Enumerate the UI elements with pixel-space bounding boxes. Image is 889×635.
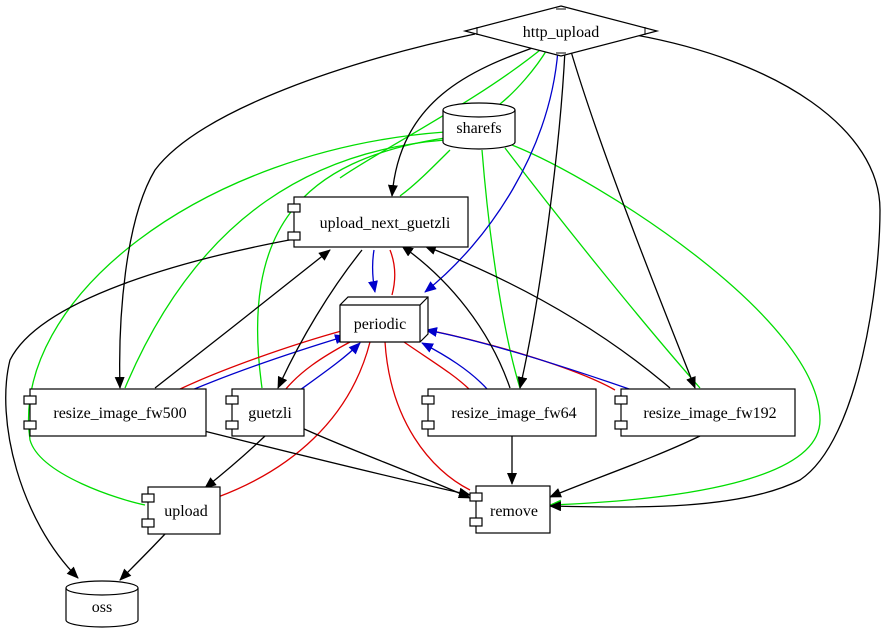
node-upload_next_guetzli: upload_next_guetzli <box>287 196 469 248</box>
blue-edges <box>191 49 633 391</box>
node-label-resize_image_fw500: resize_image_fw500 <box>53 405 186 422</box>
node-resize_image_fw500: resize_image_fw500 <box>23 388 207 437</box>
node-oss: oss <box>65 580 139 628</box>
node-periodic: periodic <box>339 296 429 343</box>
edge-red-periodic-upload <box>217 341 371 498</box>
node-sharefs: sharefs <box>442 102 516 150</box>
node-resize_image_fw192: resize_image_fw192 <box>614 388 796 437</box>
edge-resize_image_fw500-remove <box>199 429 471 498</box>
node-label-resize_image_fw192: resize_image_fw192 <box>643 405 776 422</box>
node-label-guetzli: guetzli <box>248 405 292 422</box>
edge-sharefs-remove <box>511 144 821 510</box>
edge-guetzli-remove <box>301 427 471 499</box>
edge-resize_image_fw192-remove <box>549 435 701 498</box>
edge-http_upload-remove <box>549 33 881 512</box>
node-label-oss: oss <box>92 599 112 616</box>
edge-blue-resize_image_fw64-periodic <box>421 342 489 391</box>
node-label-resize_image_fw64: resize_image_fw64 <box>451 405 576 422</box>
edge-resize_image_fw192-upload_next_guetzli <box>424 245 671 389</box>
edge-guetzli-upload <box>204 435 266 489</box>
edge-resize_image_fw64-upload_next_guetzli <box>401 245 511 389</box>
node-upload: upload <box>141 486 221 535</box>
node-label-remove: remove <box>490 503 538 520</box>
edge-http_upload-resize_image_fw64 <box>517 49 566 389</box>
edge-http_upload-upload_next_guetzli <box>387 45 539 197</box>
node-label-http_upload: http_upload <box>523 24 599 41</box>
edge-resize_image_fw500-upload_next_guetzli <box>154 249 331 389</box>
node-label-sharefs: sharefs <box>456 120 501 137</box>
node-label-upload: upload <box>164 503 208 520</box>
node-http_upload: http_upload <box>462 5 660 57</box>
edge-blue-http_upload-periodic <box>424 49 559 293</box>
edge-red-periodic-resize_image_fw500 <box>177 329 346 391</box>
black-edges <box>5 33 881 581</box>
edge-sharefs-resize_image_fw64 <box>481 149 521 389</box>
edge-blue-resize_image_fw500-periodic <box>191 334 347 391</box>
edge-blue-upload_next_guetzli-periodic <box>368 249 378 293</box>
edge-red-periodic-guetzli <box>284 341 351 391</box>
edge-upload_next_guetzli-oss <box>5 237 301 579</box>
edge-blue-resize_image_fw192-periodic <box>425 327 633 391</box>
edge-sharefs-upload <box>27 131 446 506</box>
node-resize_image_fw64: resize_image_fw64 <box>421 388 597 437</box>
edge-sharefs-resize_image_fw500 <box>124 139 446 389</box>
edge-upload-oss <box>119 533 166 581</box>
edge-http_upload-sharefs <box>499 47 549 105</box>
edge-sharefs-upload_next_guetzli <box>399 149 451 197</box>
node-remove: remove <box>469 485 551 534</box>
edge-http_upload-resize_image_fw192 <box>569 47 696 389</box>
edge-upload_next_guetzli-guetzli <box>277 249 363 389</box>
node-label-periodic: periodic <box>354 316 406 333</box>
edge-blue-guetzli-periodic <box>299 342 361 391</box>
edge-red-periodic-resize_image_fw64 <box>403 341 471 391</box>
node-label-upload_next_guetzli: upload_next_guetzli <box>320 215 451 232</box>
edge-sharefs-resize_image_fw192 <box>504 147 701 389</box>
edge-http_upload-resize_image_fw500 <box>114 33 476 389</box>
node-guetzli: guetzli <box>225 388 305 437</box>
edge-red-upload_next_guetzli-periodic <box>389 249 396 296</box>
edge-red-periodic-remove <box>384 341 471 491</box>
edge-http_upload-guetzli <box>339 45 546 179</box>
red-edges <box>177 249 616 498</box>
